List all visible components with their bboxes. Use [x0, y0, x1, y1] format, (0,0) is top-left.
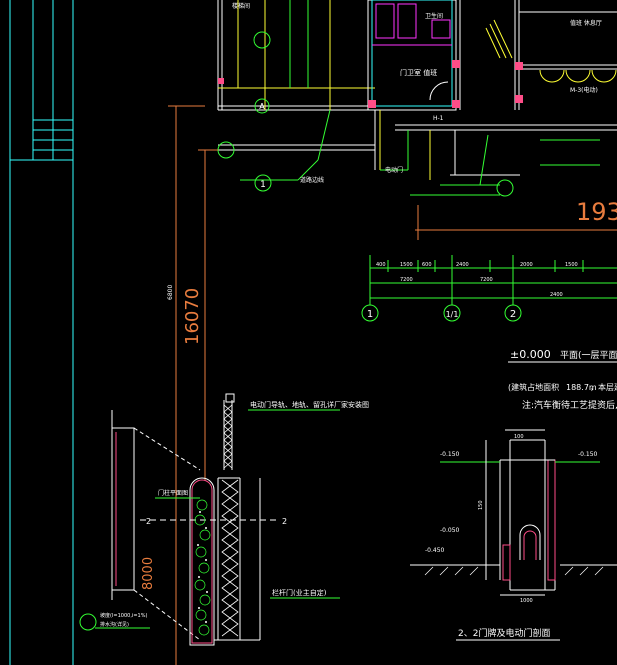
axis-bubbles [79, 31, 522, 631]
column-marks [218, 60, 523, 108]
dim-chain-a: 400 [376, 262, 386, 268]
drain-note: 排水沟(详见) [100, 621, 129, 628]
dim-chain-b: 1500 [400, 262, 413, 268]
dim-chain-i: 2400 [550, 292, 563, 298]
room-label-door: 门卫室 值班 [400, 68, 437, 77]
axis-1-label: 1 [260, 180, 266, 190]
area-note: (建筑占地面积 [508, 382, 559, 392]
axis-2-label: 2 [510, 309, 516, 320]
level-section-b: -0.150 [578, 451, 598, 458]
dimension-8000: 8000 [141, 557, 156, 590]
axis-1-bottom-label: 1 [367, 309, 373, 320]
section-mark-left: 2 [146, 517, 151, 526]
dimension-16070: 16070 [182, 288, 203, 345]
gate-note: 电动门导轨、地轨、留孔详厂家安装图 [250, 400, 369, 409]
dim-chain-g: 7200 [400, 277, 413, 283]
area-tail: ，本层建筑面积 [590, 382, 617, 392]
axis-A-label: A [259, 102, 265, 111]
level-section-c: -0.050 [440, 527, 460, 534]
dimension-chain [369, 255, 617, 305]
room-label-bath: 卫生间 [425, 12, 443, 20]
section-dim-vertical: 150 [478, 500, 484, 510]
ground-hatch [424, 566, 604, 576]
gate-pier-label: 门柱平面图 [158, 489, 188, 497]
orange-dimension [168, 105, 617, 665]
area-value: 188.7m [566, 383, 597, 392]
room-label-m3: M-3(电动) [570, 86, 598, 94]
fence-lattice [221, 404, 239, 637]
gate-section [410, 429, 617, 596]
gate-plan [111, 393, 280, 646]
dim-chain-f: 1500 [565, 262, 578, 268]
planting-dots [197, 511, 208, 623]
vehicle-note: 注:汽车衡待工艺提资后, [522, 399, 617, 411]
axis-H1-label: H-1 [433, 115, 444, 122]
title-block [9, 0, 74, 665]
dim-chain-e: 2000 [520, 262, 533, 268]
level-section-a: -0.150 [440, 451, 460, 458]
elec-gate-label: 电动门 [385, 166, 403, 174]
dim-chain-c: 600 [422, 262, 432, 268]
section-title: 2、2门牌及电动门剖面 [458, 627, 550, 639]
dimension-193: 193 [576, 198, 617, 226]
dim-chain-h: 7200 [480, 277, 493, 283]
planting-hatch [194, 499, 211, 636]
slope-note: 坡度(I=1000,i=1%) [100, 612, 147, 619]
level-section-d: -0.450 [425, 547, 445, 554]
room-label-right: 值班 休息厅 [570, 19, 602, 27]
section-mark-right: 2 [282, 517, 287, 526]
section-dim-top: 100 [514, 434, 524, 440]
building-plan [217, 0, 617, 180]
room-label-stair: 楼梯间 [232, 2, 250, 10]
dim-chain-d: 2400 [456, 262, 469, 268]
axis-1-1-label: 1/1 [446, 310, 459, 319]
leader-lines [240, 109, 600, 196]
plan-title: 平面(一层平面) [560, 350, 617, 361]
level-zero: ±0.000 [510, 348, 551, 361]
fence-note: 栏杆门(业主自定) [272, 588, 327, 597]
section-dim-bottom: 1000 [520, 598, 533, 604]
road-label: 道路边线 [300, 176, 324, 184]
dimension-6800: 6800 [167, 285, 174, 300]
